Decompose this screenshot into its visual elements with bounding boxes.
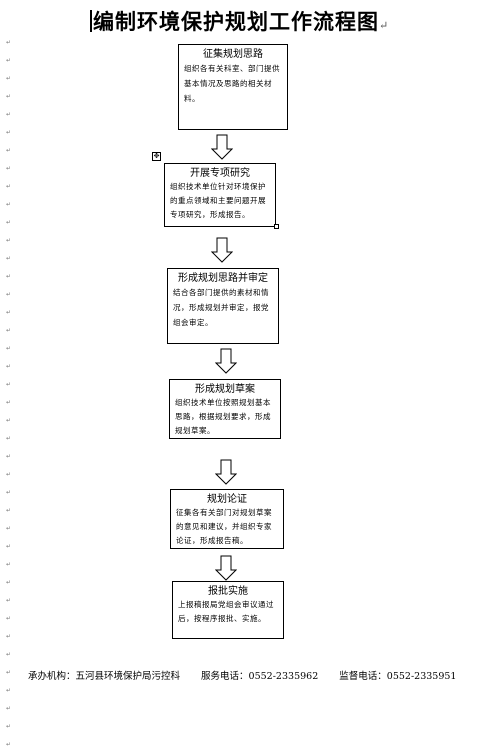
- flow-step-5: 规划论证 征集各有关部门对规划草案的意见和建议，并组织专家论证，形成报告稿。: [170, 489, 284, 549]
- down-arrow-icon: [211, 134, 233, 160]
- flow-step-3-heading: 形成规划思路并审定: [178, 273, 268, 284]
- flow-step-4-body: 组织技术单位按照规划基本思路，根据规划要求，形成规划草案。: [175, 398, 271, 435]
- flow-step-6-heading: 报批实施: [208, 586, 248, 597]
- flow-step-4-heading: 形成规划草案: [195, 384, 255, 395]
- resize-handle-icon[interactable]: [274, 224, 279, 229]
- flow-step-1-heading: 征集规划思路: [203, 49, 263, 60]
- text-cursor: [90, 10, 92, 32]
- page-title: 编制环境保护规划工作流程图↵: [90, 6, 389, 36]
- flow-step-1-body: 组织各有关科室、部门提供基本情况及思路的相关材料。: [184, 64, 280, 103]
- down-arrow-icon: [215, 348, 237, 374]
- paragraph-mark-icon: ↵: [379, 19, 390, 32]
- flow-step-6-body: 上报稿报局党组会审议通过后，按程序报批、实施。: [178, 600, 274, 623]
- flow-step-3-body: 结合各部门提供的素材和情况，形成规划并审定，报党组会审定。: [173, 288, 269, 327]
- flow-step-4: 形成规划草案 组织技术单位按照规划基本思路，根据规划要求，形成规划草案。: [169, 379, 281, 439]
- flow-step-6: 报批实施 上报稿报局党组会审议通过后，按程序报批、实施。: [172, 581, 284, 639]
- footer-service-phone: 服务电话：0552-2335962: [201, 671, 319, 682]
- down-arrow-icon: [211, 237, 233, 263]
- move-handle-icon[interactable]: ✥: [152, 152, 161, 161]
- down-arrow-icon: [215, 555, 237, 581]
- flow-step-5-body: 征集各有关部门对规划草案的意见和建议，并组织专家论证，形成报告稿。: [176, 508, 272, 545]
- flow-step-5-heading: 规划论证: [207, 494, 247, 505]
- footer-org: 承办机构：五河县环境保护局污控科: [28, 671, 181, 682]
- down-arrow-icon: [215, 459, 237, 485]
- flow-step-2: 开展专项研究 组织技术单位针对环境保护的重点领域和主要问题开展专项研究，形成报告…: [164, 163, 276, 227]
- page-title-text: 编制环境保护规划工作流程图: [93, 9, 379, 34]
- margin-marks: ↵↵↵↵↵↵↵↵↵↵↵↵↵↵↵↵↵↵↵↵↵↵↵↵↵↵↵↵↵↵↵↵↵↵↵↵↵↵↵↵: [6, 39, 12, 748]
- flow-step-2-body: 组织技术单位针对环境保护的重点领域和主要问题开展专项研究，形成报告。: [170, 182, 266, 219]
- flow-step-1: 征集规划思路 组织各有关科室、部门提供基本情况及思路的相关材料。: [178, 44, 288, 130]
- flow-step-3: 形成规划思路并审定 结合各部门提供的素材和情况，形成规划并审定，报党组会审定。: [167, 268, 279, 344]
- footer-supervise-phone: 监督电话：0552-2335951: [339, 671, 457, 682]
- flow-step-2-heading: 开展专项研究: [190, 168, 250, 179]
- footer: 承办机构：五河县环境保护局污控科 服务电话：0552-2335962 监督电话：…: [28, 668, 474, 682]
